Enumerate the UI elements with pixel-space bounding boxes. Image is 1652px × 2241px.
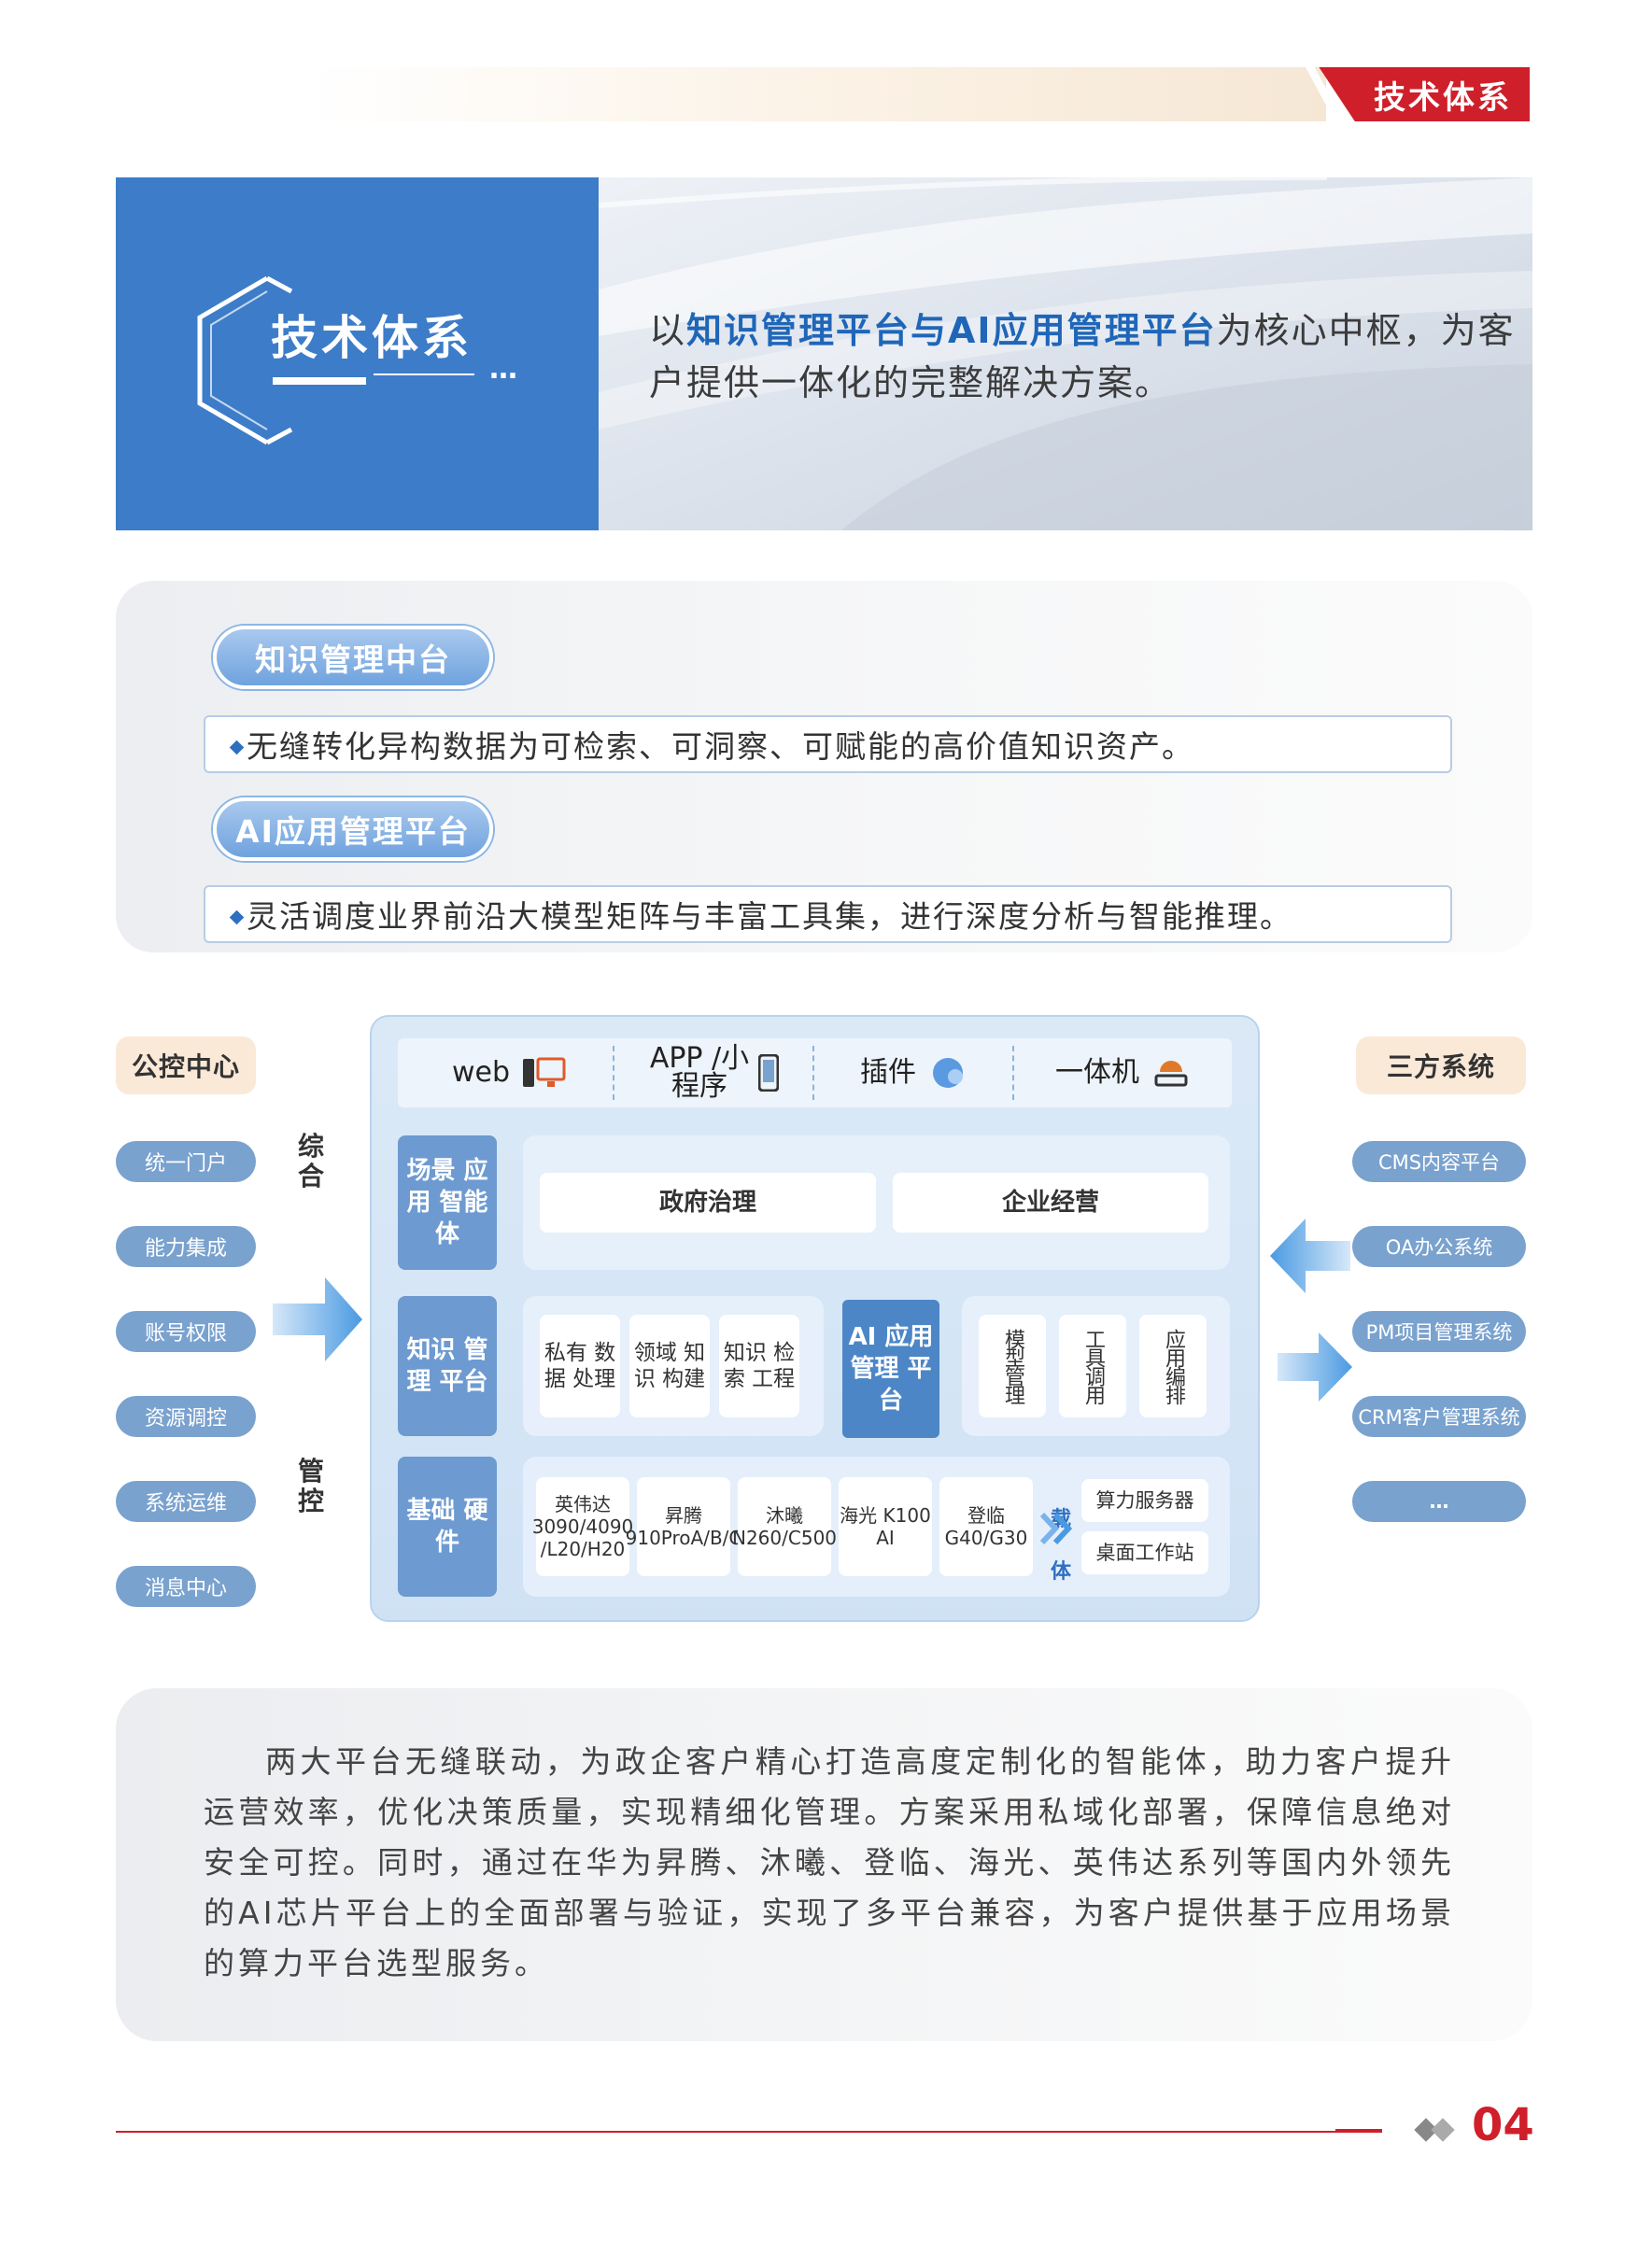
channel-plugin: 插件 (820, 1038, 1007, 1107)
channel-all-in-one: 一体机 (1020, 1038, 1225, 1107)
channel-separator (812, 1046, 814, 1100)
phone-icon (758, 1054, 779, 1092)
left-vlabel-bottom: 管控 (297, 1456, 324, 1516)
hero-underline-thin (374, 374, 474, 375)
knowledge-item: 私有 数据 处理 (540, 1315, 620, 1417)
right-item: CRM客户管理系统 (1352, 1396, 1526, 1437)
row-label-knowledge: 知识 管理 平台 (398, 1296, 497, 1436)
channel-web: web (411, 1038, 607, 1107)
left-item: 账号权限 (116, 1311, 256, 1352)
summary-text: 两大平台无缝联动，为政企客户精心打造高度定制化的智能体，助力客户提升运营效率，优… (204, 1743, 1455, 1981)
right-arrow-icon (1278, 1332, 1352, 1402)
row-label-scenario: 场景 应用 智能体 (398, 1135, 497, 1270)
right-head: 三方系统 (1356, 1036, 1526, 1094)
carrier-label: 载体 (1050, 1508, 1071, 1584)
section-tag-label: 技术体系 (1374, 78, 1512, 117)
platform-desc-knowledge: 无缝转化异构数据为可检索、可洞察、可赋能的高价值知识资产。 (204, 715, 1452, 773)
ai-tool-item: 工具调用 (1059, 1315, 1126, 1417)
right-item: OA办公系统 (1352, 1226, 1526, 1267)
abstract-waves-graphic (599, 177, 1532, 530)
hero-lead-highlight: 知识管理平台与AI应用管理平台 (686, 310, 1217, 351)
ai-platform-box: AI 应用 管理 平台 (842, 1300, 939, 1438)
device-item: 算力服务器 (1081, 1479, 1208, 1522)
knowledge-item: 知识 检索 工程 (719, 1315, 799, 1417)
footer-rule-accent (1335, 2129, 1382, 2133)
left-item: 资源调控 (116, 1396, 256, 1437)
left-item: 统一门户 (116, 1141, 256, 1182)
left-head: 公控中心 (116, 1036, 256, 1094)
footer-rule (116, 2131, 1375, 2133)
chip-item: 昇腾 910ProA/B/C (626, 1477, 741, 1576)
hexagon-bracket-icon (197, 275, 293, 445)
right-item: CMS内容平台 (1352, 1141, 1526, 1182)
pc-monitor-icon (523, 1057, 566, 1087)
knowledge-item: 领域 知识 构建 (629, 1315, 710, 1417)
hero-background-image (599, 177, 1532, 530)
right-item-more: … (1352, 1481, 1526, 1522)
left-item: 消息中心 (116, 1566, 256, 1607)
scenario-government: 政府治理 (540, 1173, 876, 1233)
hero-title-panel (116, 177, 599, 530)
page-number: 04 (1472, 2099, 1534, 2151)
platform-pill-ai: AI应用管理平台 (213, 797, 493, 861)
right-arrow-icon (273, 1277, 362, 1361)
hero-title: 技术体系 (271, 311, 473, 365)
left-item: 能力集成 (116, 1226, 256, 1267)
section-tag (1319, 67, 1530, 121)
channel-separator (613, 1046, 614, 1100)
hero-lead-text: 以知识管理平台与AI应用管理平台为核心中枢，为客户提供一体化的完整解决方案。 (649, 310, 1516, 403)
diamond-icon (1431, 2118, 1455, 2142)
channel-app: APP /小程序 (620, 1038, 807, 1107)
left-arrow-icon (1270, 1219, 1350, 1293)
right-item: PM项目管理系统 (1352, 1311, 1526, 1352)
channel-separator (1012, 1046, 1014, 1100)
summary-panel (116, 1688, 1532, 2041)
ai-tool-item: 应用编排 (1139, 1315, 1207, 1417)
cloud-plugin-icon (933, 1058, 963, 1088)
scenario-enterprise: 企业经营 (893, 1173, 1208, 1233)
left-item: 系统运维 (116, 1481, 256, 1522)
platform-pill-knowledge: 知识管理中台 (213, 626, 493, 689)
chip-item: 海光 K100 AI (839, 1477, 932, 1576)
row-label-hardware: 基础 硬件 (398, 1457, 497, 1597)
ai-tool-item: 模型管理 (979, 1315, 1046, 1417)
left-vlabel-top: 综合 (297, 1131, 324, 1191)
header-gradient (308, 67, 1326, 121)
chip-item: 英伟达 3090/4090 /L20/H20 (532, 1477, 633, 1576)
chip-item: 沐曦 N260/C500 (732, 1477, 837, 1576)
platform-desc-ai: 灵活调度业界前沿大模型矩阵与丰富工具集，进行深度分析与智能推理。 (204, 885, 1452, 943)
chip-item: 登临 G40/G30 (939, 1477, 1033, 1576)
all-in-one-machine-icon (1154, 1061, 1188, 1087)
device-item: 桌面工作站 (1081, 1531, 1208, 1574)
hero-dots: … (489, 353, 519, 386)
double-chevron-icon (1039, 1512, 1073, 1545)
hero-underline (273, 377, 366, 385)
